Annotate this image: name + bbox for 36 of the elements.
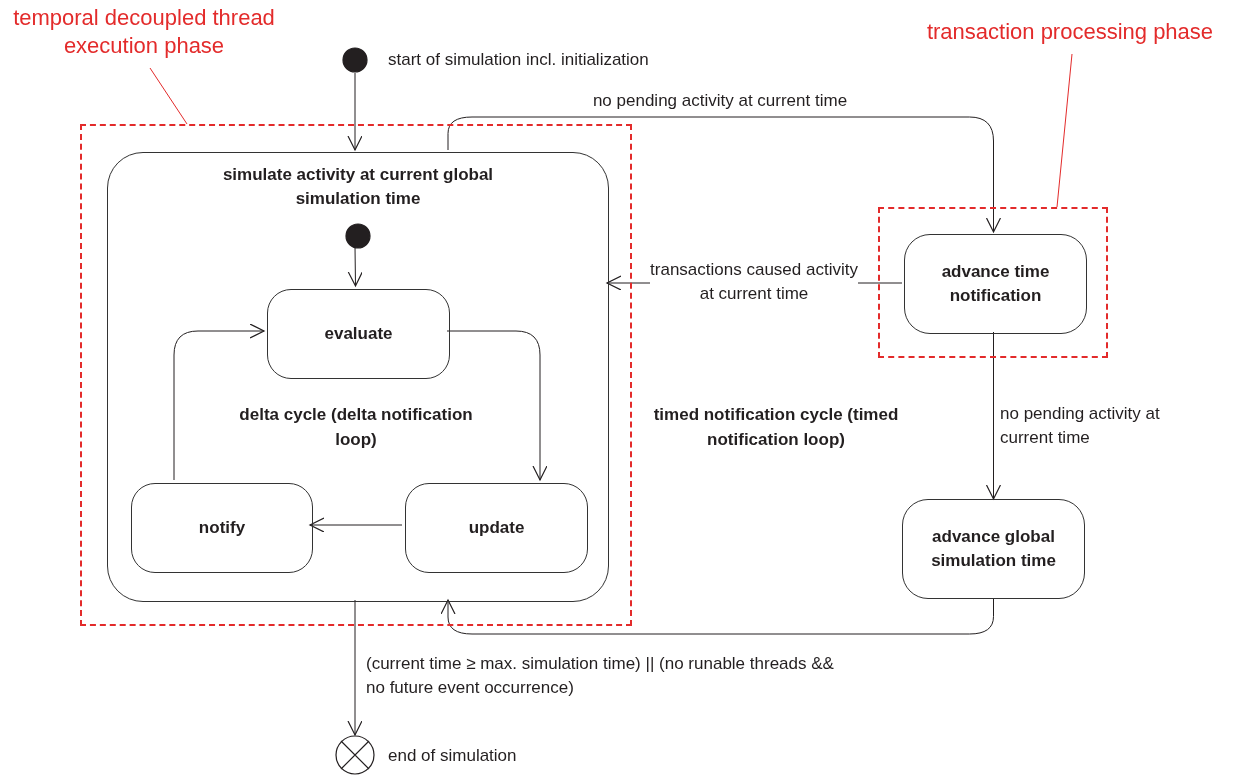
transition-arrow	[347, 72, 363, 151]
state-box	[405, 483, 588, 573]
state-caption: end of simulation	[388, 745, 517, 767]
phase-label: transaction processing phase	[895, 18, 1245, 54]
state-caption: start of simulation incl. initialization	[388, 49, 649, 71]
edge-label: no pending activity at current time	[1000, 403, 1161, 449]
final-state-symbol	[335, 735, 375, 775]
edge-label: (current time ≥ max. simulation time) || (no runable threads && no future event occurrence)	[366, 653, 835, 699]
state-box	[904, 234, 1087, 334]
transition-arrow	[447, 116, 1002, 233]
initial-state-dot	[345, 223, 371, 249]
transition-arrow	[309, 517, 403, 533]
transition-arrow	[347, 599, 363, 736]
leader-line	[149, 67, 188, 125]
transition-arrow	[446, 330, 548, 481]
transition-arrow	[440, 598, 994, 635]
dashed-region	[80, 124, 632, 626]
state-label: advance time notification	[940, 261, 1051, 307]
transition-arrow	[173, 323, 265, 481]
composite-state-box	[107, 152, 609, 602]
phase-label: temporal decoupled thread execution phase	[4, 4, 284, 66]
state-label: advance global simulation time	[930, 526, 1057, 572]
state-box	[267, 289, 450, 379]
dashed-region	[878, 207, 1108, 358]
state-label: notify	[198, 517, 246, 539]
cycle-label: delta cycle (delta notification loop)	[238, 404, 474, 451]
initial-state-dot	[342, 47, 368, 73]
state-box	[131, 483, 313, 573]
state-label: update	[468, 517, 525, 539]
leader-line	[1056, 53, 1073, 208]
transition-arrow	[985, 331, 1002, 500]
edge-label: no pending activity at current time	[591, 90, 849, 112]
state-label: evaluate	[324, 323, 393, 345]
state-box	[902, 499, 1085, 599]
cycle-label: timed notification cycle (timed notification loop)	[652, 404, 900, 451]
state-label: simulate activity at current global simulation time	[221, 164, 495, 210]
